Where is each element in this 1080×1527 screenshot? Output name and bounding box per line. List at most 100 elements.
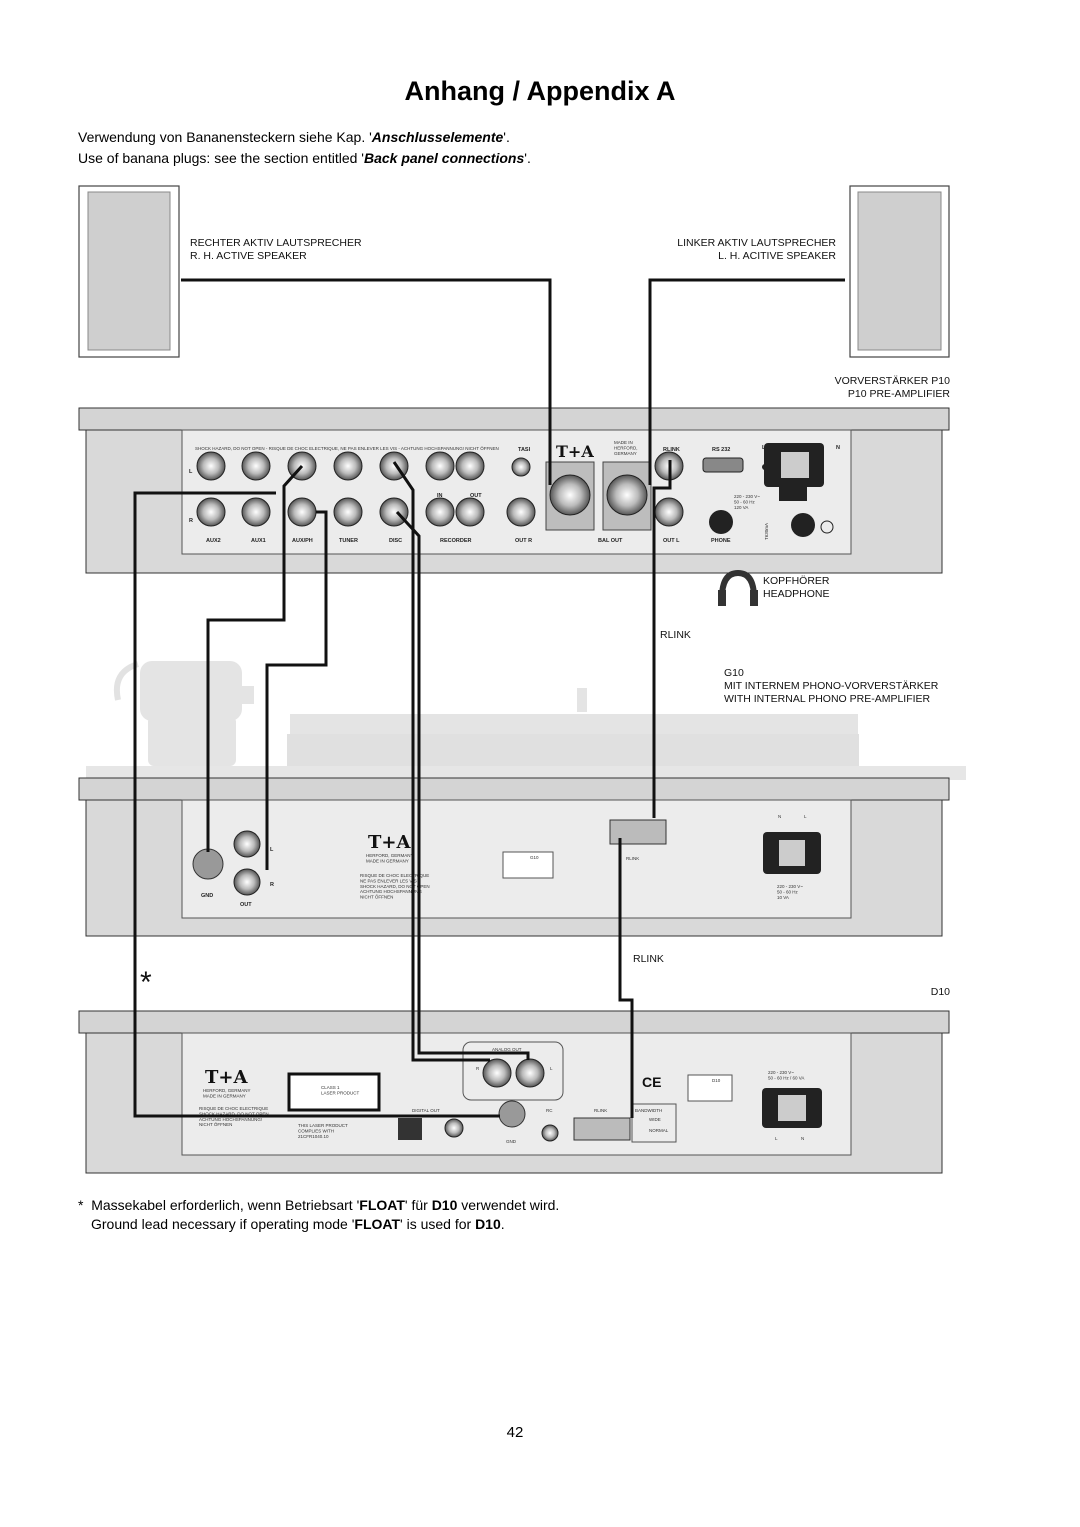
footnote-en-a: Ground lead necessary if operating mode … [91,1216,355,1232]
g10-gnd-label: GND [201,893,213,899]
rlink-label-p10-g10: RLINK [660,629,691,641]
d10-mains-socket [778,1095,806,1121]
p10-xlr-right-connector [549,474,591,516]
d10-mains-n: N [801,1136,804,1141]
g10-brand-logo: T+A [368,832,411,853]
d10-mains-l: L [775,1136,778,1141]
intro-en-suffix: '. [524,150,531,166]
p10-rca-jack [241,497,271,527]
g10-rca-l [233,830,261,858]
p10-tasi-socket [511,457,531,477]
p10-tasi-label: TASI [518,447,531,453]
g10-mains-n: N [778,814,781,819]
d10-laser-label-box [287,1072,381,1112]
p10-mains-socket [781,452,809,478]
p10-preamplifier: SHOCK HAZARD, DO NOT OPEN - RISQUE DE CH… [78,407,950,574]
d10-analog-out-r [482,1058,512,1088]
g10-label-name: G10 [724,667,744,679]
footnote-english: Ground lead necessary if operating mode … [91,1216,505,1232]
footnote-star: * [78,1197,84,1213]
p10-power-switch [779,485,807,501]
d10-bandwidth-normal: NORMAL [649,1128,669,1133]
weee-icon [820,520,834,534]
page-title: Anhang / Appendix A [404,76,676,106]
p10-rca-jack [425,451,455,481]
headphone-icon [718,569,758,606]
cable-d10-r-to-disc [392,461,490,1062]
d10-r-label: R [476,1066,480,1071]
d10-analog-out-group [462,1041,564,1101]
d10-l-label: L [550,1066,553,1071]
d10-brand-logo: T+A [205,1067,248,1088]
cable-rlink-g10-d10 [618,838,634,1118]
g10-label-de: MIT INTERNEM PHONO-VORVERSTÄRKER [724,680,939,692]
d10-label-plate [687,1074,733,1102]
p10-r-label: R [189,518,193,524]
right-speaker-label-en: R. H. ACTIVE SPEAKER [190,250,307,262]
d10-bandwidth-group [631,1103,677,1143]
cable-d10-l-to-disc [395,510,530,1060]
footnote-en-d10: D10 [475,1216,501,1232]
d10-gnd-terminal [498,1100,526,1128]
p10-brand-logo: T+A [556,442,594,461]
d10-gnd-label: GND [506,1139,517,1144]
p10-fuse-label: T630mA [764,523,769,540]
d10-label-name: D10 [931,986,950,998]
footnote-de-c: ' für [404,1197,432,1213]
p10-rca-jack [654,497,684,527]
p10-rca-jack [455,497,485,527]
d10-analog-out-l [515,1058,545,1088]
intro-en-emph: Back panel connections [363,150,525,166]
p10-input-aux1: AUX1 [251,538,266,544]
p10-out-label: OUT [470,493,482,499]
p10-rca-jack [455,451,485,481]
footnote-en-e: . [500,1216,505,1232]
headphone-label-de: KOPFHÖRER [763,575,830,587]
p10-rca-jack [333,451,363,481]
p10-xlr-left-connector [606,474,648,516]
d10-power-rating: 220 - 230 V~50 - 60 Hz / 60 VA [768,1070,804,1080]
ground-asterisk: * [140,966,152,999]
cable-right-speaker [181,278,552,485]
footnote-en-float: FLOAT [354,1216,401,1232]
d10-rlink-label: RLINK [594,1108,607,1113]
right-speaker [78,185,180,358]
d10-digital-out-label: DIGITAL OUT [412,1108,440,1113]
p10-rca-jack [241,451,271,481]
d10-coax-out [444,1118,464,1138]
cable-rlink-p10-g10 [652,460,672,818]
p10-fuse-holder [791,513,815,537]
left-speaker [849,185,950,358]
d10-rc-socket [541,1124,559,1142]
p10-rs232-port [702,457,744,473]
g10-rca-r [233,868,261,896]
p10-input-auxph: AUX/PH [292,538,313,544]
p10-mains-n: N [836,445,840,451]
g10-mains-l: L [804,814,807,819]
right-speaker-label-de: RECHTER AKTIV LAUTSPRECHER [190,237,362,249]
p10-phone-label: PHONE [711,538,731,544]
g10-rlink-ports [609,819,667,845]
d10-rc-label: RC [546,1108,553,1113]
intro-de-prefix: Verwendung von Bananensteckern siehe Kap… [78,129,372,145]
d10-bandwidth-wide: WIDE [649,1117,661,1122]
p10-input-recorder: RECORDER [440,538,472,544]
p10-rca-jack [379,497,409,527]
footnote-de-d10: D10 [431,1197,458,1213]
p10-rca-jacks [196,451,684,527]
cable-left-speaker [648,278,845,485]
g10-l-label: L [270,847,274,853]
p10-warning: SHOCK HAZARD, DO NOT OPEN - RISQUE DE CH… [195,445,499,451]
intro-english: Use of banana plugs: see the section ent… [78,150,531,166]
left-speaker-label-en: L. H. ACITIVE SPEAKER [718,250,836,262]
p10-out-l-label: OUT L [663,538,680,544]
